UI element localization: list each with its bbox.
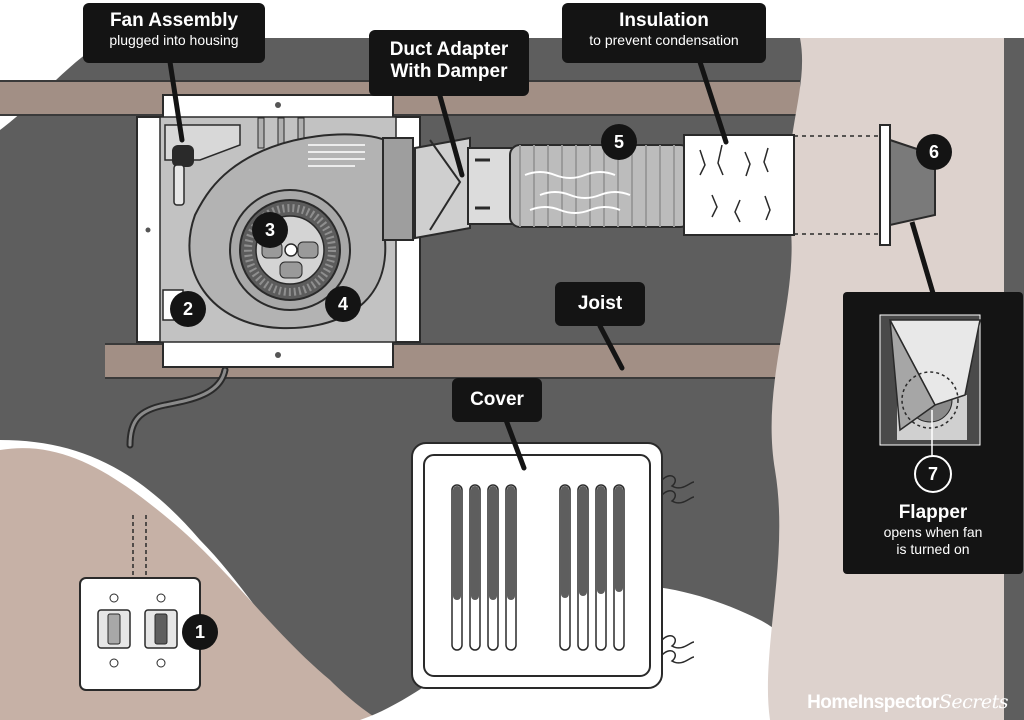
light-switch xyxy=(79,515,201,691)
insulation-wrap xyxy=(683,134,795,236)
brand-logo: HomeInspectorSecrets xyxy=(807,691,1008,714)
insulation-title: Insulation xyxy=(619,10,709,31)
marker-3: 3 xyxy=(252,212,288,248)
fan-assembly-callout: Fan Assembly plugged into housing xyxy=(83,3,265,63)
fan-assembly-title: Fan Assembly xyxy=(109,10,239,31)
flapper-panel xyxy=(843,292,1023,574)
vent-cover xyxy=(411,442,695,689)
flapper-callout: Flapper opens when fan is turned on xyxy=(843,500,1023,570)
marker-7: 7 xyxy=(914,455,952,493)
flapper-title: Flapper xyxy=(898,502,968,523)
joist-callout: Joist xyxy=(555,282,645,326)
cover-title: Cover xyxy=(470,389,524,410)
duct-adapter-callout: Duct Adapter With Damper xyxy=(369,30,529,96)
marker-1: 1 xyxy=(182,614,218,650)
brand-script: Secrets xyxy=(938,691,1009,713)
marker-4: 4 xyxy=(325,286,361,322)
marker-2: 2 xyxy=(170,291,206,327)
insulation-sub: to prevent condensation xyxy=(589,32,739,48)
duct-adapter-title-line1: Duct Adapter xyxy=(389,39,509,60)
marker-6: 6 xyxy=(916,134,952,170)
flex-duct xyxy=(509,144,691,228)
flapper-sub-line1: opens when fan xyxy=(883,524,983,540)
joist-title: Joist xyxy=(577,293,623,314)
insulation-callout: Insulation to prevent condensation xyxy=(562,3,766,63)
brand-name: HomeInspector xyxy=(807,692,939,713)
cover-callout: Cover xyxy=(452,378,542,422)
flapper-sub-line2: is turned on xyxy=(896,541,970,557)
duct-adapter-shape xyxy=(414,136,513,240)
marker-5: 5 xyxy=(601,124,637,160)
fan-assembly-sub: plugged into housing xyxy=(109,32,239,48)
duct-adapter-title-line2: With Damper xyxy=(390,61,508,82)
